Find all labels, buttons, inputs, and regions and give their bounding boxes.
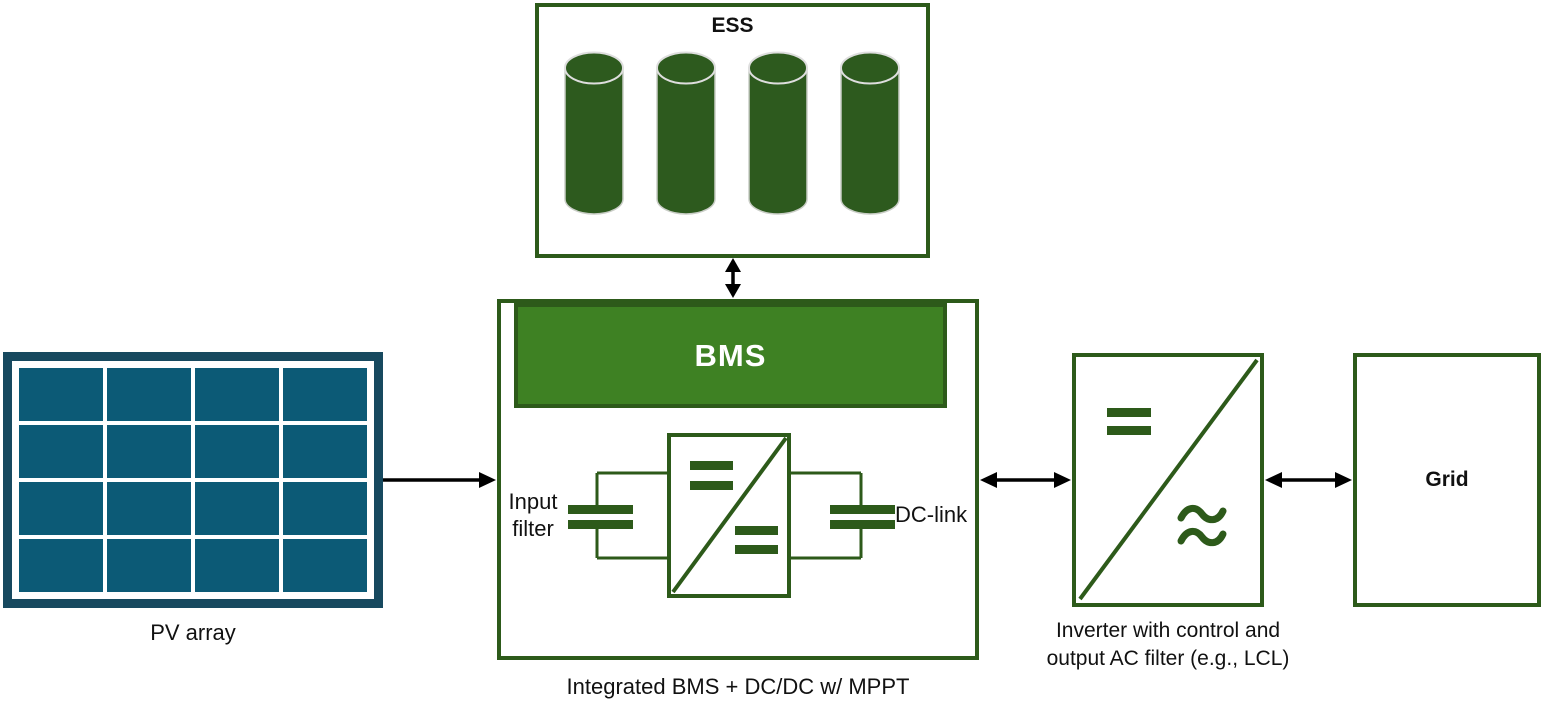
grid-box: Grid	[1353, 353, 1541, 607]
pv-cell	[19, 425, 103, 478]
ess-box: ESS	[535, 3, 930, 258]
pv-cell	[283, 368, 367, 421]
inverter-caption: Inverter with control and output AC filt…	[1046, 619, 1290, 670]
input-filter-capacitor	[568, 505, 633, 514]
bms-label: BMS	[694, 337, 767, 373]
pv-array-box	[3, 352, 383, 608]
dc-link-capacitor	[830, 505, 895, 514]
pv-cell	[195, 482, 279, 535]
ac-symbol	[1177, 505, 1227, 547]
pv-cell	[107, 425, 191, 478]
double-arrow-horizontal-icon	[1265, 472, 1352, 488]
pv-cell	[107, 539, 191, 592]
pv-cell	[283, 539, 367, 592]
pv-cell	[107, 482, 191, 535]
pv-cell	[195, 425, 279, 478]
battery-icon	[564, 51, 624, 215]
dc-link-label: DC-link	[895, 502, 968, 527]
pv-cell	[107, 368, 191, 421]
arrow-right-icon	[383, 472, 496, 488]
input-filter-label: Input filter	[508, 489, 558, 541]
ess-label: ESS	[711, 14, 754, 37]
pv-cell	[195, 539, 279, 592]
inverter-icon	[1072, 353, 1264, 607]
battery-row	[539, 7, 926, 254]
dcdc-converter-icon	[568, 433, 895, 598]
pv-cell	[195, 368, 279, 421]
pv-array-label: PV array	[150, 620, 236, 645]
pv-panel-grid	[19, 368, 367, 592]
pv-cell	[283, 425, 367, 478]
grid-label: Grid	[1425, 468, 1469, 491]
inverter-box	[1072, 353, 1264, 607]
double-arrow-vertical-icon	[725, 258, 741, 298]
pv-cell	[19, 368, 103, 421]
bms-converter-box: BMS Input filter DC-link	[497, 299, 979, 660]
bms-bar: BMS	[514, 303, 947, 408]
pv-cell	[19, 482, 103, 535]
battery-icon	[656, 51, 716, 215]
battery-icon	[840, 51, 900, 215]
battery-icon	[748, 51, 808, 215]
bms-converter-caption: Integrated BMS + DC/DC w/ MPPT	[566, 674, 910, 699]
dc-symbol	[1107, 408, 1151, 417]
pv-cell	[19, 539, 103, 592]
double-arrow-horizontal-icon	[980, 472, 1071, 488]
pv-cell	[283, 482, 367, 535]
